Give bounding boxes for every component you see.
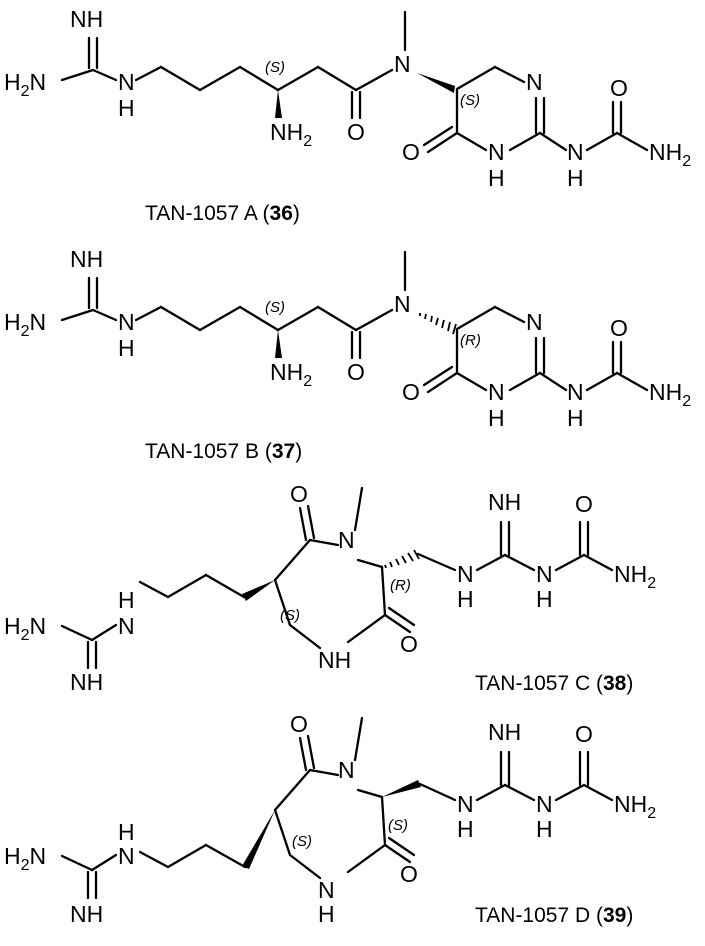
atom-label: O bbox=[402, 139, 420, 165]
atom-label: O bbox=[347, 359, 365, 385]
atom-label: N bbox=[526, 69, 543, 95]
hashed-bond bbox=[419, 313, 457, 335]
stereo-descriptor: (S) bbox=[388, 817, 408, 834]
atom-label: NH2 bbox=[649, 379, 691, 410]
atom-label: H bbox=[567, 165, 584, 191]
atom-label: H2N bbox=[4, 843, 46, 874]
atom-label: N bbox=[118, 309, 135, 335]
stereo-descriptor: (R) bbox=[460, 332, 481, 349]
atom-label: N bbox=[457, 791, 474, 817]
atom-label: H bbox=[118, 819, 135, 845]
atom-label: N bbox=[488, 379, 505, 405]
atom-label: O bbox=[575, 721, 593, 747]
atom-label: O bbox=[400, 861, 418, 887]
atom-label: H bbox=[536, 586, 553, 612]
atom-label: H bbox=[118, 95, 135, 121]
wedge-bond bbox=[242, 810, 275, 869]
atom-label: H bbox=[118, 335, 135, 361]
atom-label: NH2 bbox=[270, 119, 312, 150]
atom-label: H bbox=[457, 586, 474, 612]
atom-label: O bbox=[402, 379, 420, 405]
atom-label: N bbox=[536, 561, 553, 587]
structure-tan-1057-b: NH H2N N H (S) NH2 O N (R) bbox=[4, 246, 691, 463]
atom-label: NH bbox=[70, 246, 103, 272]
atom-label: N bbox=[394, 51, 411, 77]
atom-label: H2N bbox=[4, 69, 46, 100]
atom-label: N bbox=[118, 69, 135, 95]
atom-label: NH bbox=[70, 6, 103, 32]
atom-label: N bbox=[318, 877, 335, 903]
wedge-bond bbox=[275, 90, 282, 118]
stereo-descriptor: (S) bbox=[265, 59, 285, 76]
compound-caption: TAN-1057 D (39) bbox=[475, 904, 633, 927]
wedge-bond bbox=[417, 73, 455, 93]
atom-label: N bbox=[488, 139, 505, 165]
atom-label: O bbox=[610, 315, 628, 341]
compound-caption: TAN-1057 B (37) bbox=[145, 440, 302, 463]
atom-label: H bbox=[488, 165, 505, 191]
compound-caption: TAN-1057 C (38) bbox=[475, 672, 633, 695]
atom-label: H bbox=[567, 405, 584, 431]
stereo-descriptor: (S) bbox=[280, 607, 300, 624]
wedge-bond bbox=[382, 780, 421, 797]
atom-label: N bbox=[118, 613, 135, 639]
atom-label: H bbox=[318, 901, 335, 927]
atom-label: O bbox=[290, 481, 308, 507]
atom-label: O bbox=[290, 711, 308, 737]
atom-label: NH2 bbox=[614, 791, 656, 822]
stereo-descriptor: (S) bbox=[460, 92, 480, 109]
atom-label: H bbox=[118, 587, 135, 613]
atom-label: NH bbox=[488, 489, 521, 515]
atom-label: NH2 bbox=[270, 359, 312, 390]
atom-label: NH bbox=[488, 719, 521, 745]
atom-label: NH2 bbox=[614, 561, 656, 592]
atom-label: H bbox=[536, 816, 553, 842]
wedge-bond bbox=[275, 330, 282, 358]
atom-label: H bbox=[488, 405, 505, 431]
structure-tan-1057-c: O N O NH (S) (R) N H NH N H bbox=[4, 481, 656, 695]
structure-tan-1057-a: NH H2N N H (S) NH2 O N (S) N N H bbox=[4, 6, 691, 225]
stereo-descriptor: (R) bbox=[390, 577, 411, 594]
stereo-descriptor: (S) bbox=[292, 833, 312, 850]
atom-label: N bbox=[567, 379, 584, 405]
atom-label: NH bbox=[318, 647, 351, 673]
atom-label: O bbox=[610, 75, 628, 101]
atom-label: H2N bbox=[4, 613, 46, 644]
atom-label: NH bbox=[70, 901, 103, 927]
atom-label: N bbox=[118, 843, 135, 869]
atom-label: H bbox=[457, 816, 474, 842]
atom-label: N bbox=[536, 791, 553, 817]
atom-label: N bbox=[567, 139, 584, 165]
atom-label: N bbox=[338, 527, 355, 553]
atom-label: NH2 bbox=[649, 139, 691, 170]
compound-caption: TAN-1057 A (36) bbox=[145, 202, 300, 225]
atom-label: NH bbox=[70, 669, 103, 695]
atom-label: H2N bbox=[4, 309, 46, 340]
atom-label: N bbox=[526, 309, 543, 335]
atom-label: N bbox=[394, 291, 411, 317]
stereo-descriptor: (S) bbox=[265, 299, 285, 316]
hashed-bond bbox=[384, 549, 420, 569]
atom-label: O bbox=[575, 491, 593, 517]
atom-label: O bbox=[347, 119, 365, 145]
atom-label: O bbox=[400, 631, 418, 657]
structure-tan-1057-d: O N O N H (S) (S) N H NH N H O NH2 H N H… bbox=[4, 711, 656, 927]
atom-label: N bbox=[338, 757, 355, 783]
wedge-bond bbox=[242, 580, 275, 601]
atom-label: N bbox=[457, 561, 474, 587]
